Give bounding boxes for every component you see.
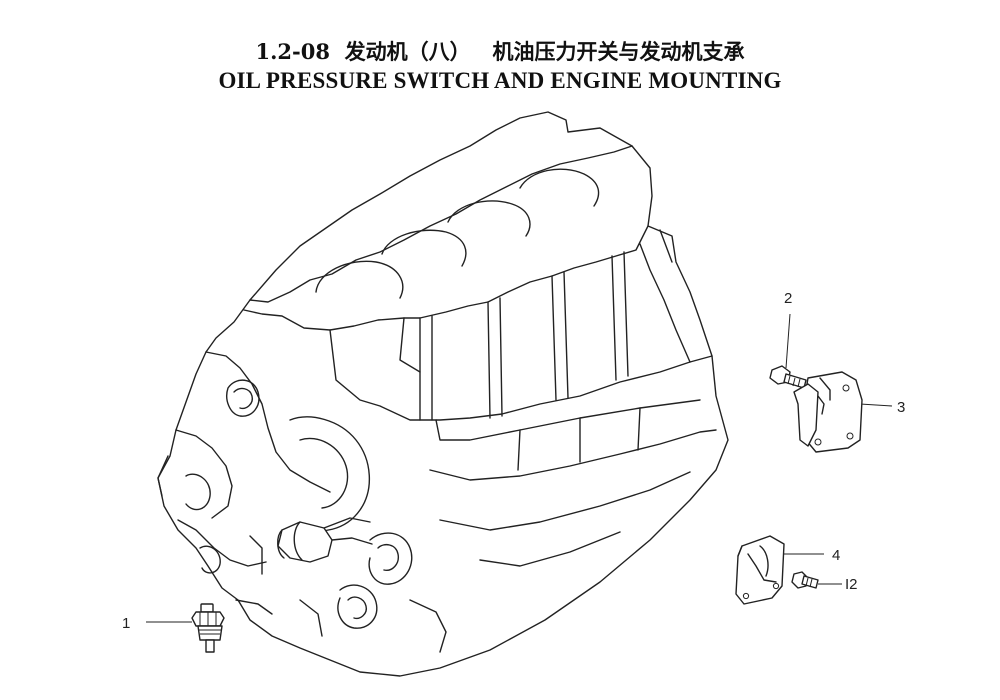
callout-1: 1: [122, 615, 130, 632]
mounting-bolt-lower: [791, 571, 842, 589]
diagram-title-chinese: 1.2-08 发动机（八） 机油压力开关与发动机支承: [255, 39, 745, 64]
callout-4: 4: [832, 547, 840, 564]
callout-2: 2: [784, 290, 792, 307]
mounting-bolt-upper: [769, 313, 807, 389]
engine-mount-bracket-upper: [793, 371, 893, 453]
callout-i2: I2: [845, 576, 858, 593]
engine-mount-bracket-lower: [735, 535, 824, 605]
callout-3: 3: [897, 399, 905, 416]
diagram-title-english: OIL PRESSURE SWITCH AND ENGINE MOUNTING: [218, 68, 782, 93]
oil-pressure-switch: [146, 603, 225, 653]
engine-block-drawing: [157, 111, 729, 677]
